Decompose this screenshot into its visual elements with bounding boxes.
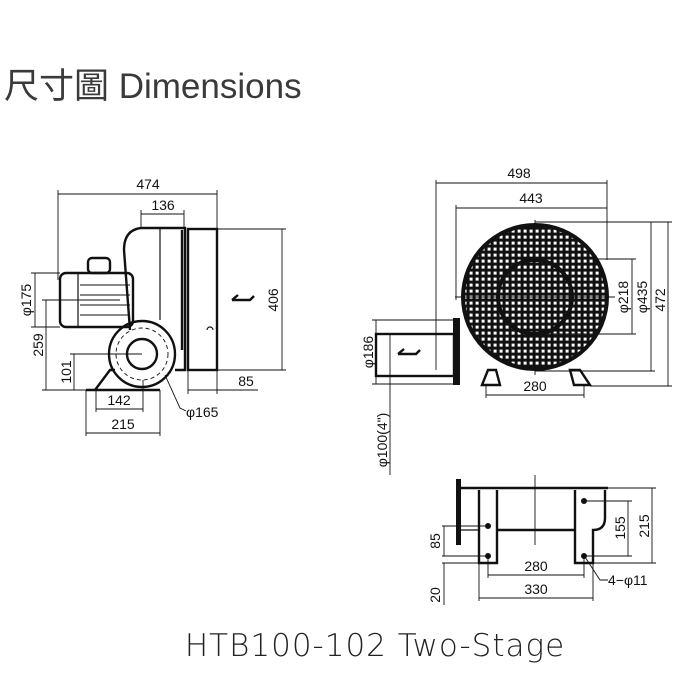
dim-435: φ435 xyxy=(634,281,650,314)
dim-136: 136 xyxy=(151,197,175,213)
dim-280-bottom: 280 xyxy=(524,558,548,574)
dim-406: 406 xyxy=(265,288,281,312)
dim-175: φ175 xyxy=(18,284,34,317)
dim-155: 155 xyxy=(612,516,628,540)
impeller-housing xyxy=(122,226,187,372)
arrow-mark xyxy=(231,294,255,302)
dim-474: 474 xyxy=(136,176,160,192)
dim-259: 259 xyxy=(30,333,46,357)
dim-215-bottom: 215 xyxy=(636,514,652,538)
model-caption: HTB100-102 Two-Stage xyxy=(184,628,566,664)
page-title: 尺寸圖 Dimensions xyxy=(4,67,302,106)
housing-box xyxy=(186,227,219,372)
dim-330: 330 xyxy=(524,581,548,597)
dim-holes: 4−φ11 xyxy=(608,572,648,588)
dim-85: 85 xyxy=(238,373,254,389)
feet xyxy=(480,368,593,387)
dim-443: 443 xyxy=(519,190,543,206)
front-view: 498 443 φ218 φ435 472 φ186 φ100(4") 280 xyxy=(360,165,672,475)
inlet-flange xyxy=(453,318,460,385)
terminal-box xyxy=(86,256,112,275)
dim-20: 20 xyxy=(427,587,443,603)
dim-472: 472 xyxy=(652,288,668,312)
dim-218: φ218 xyxy=(615,281,631,314)
dim-186: φ186 xyxy=(360,336,376,369)
dim-165: φ165 xyxy=(186,404,219,420)
dim-85-bottom: 85 xyxy=(427,533,443,549)
dim-142: 142 xyxy=(107,392,131,408)
side-view: 474 136 406 φ175 259 101 142 215 85 φ165 xyxy=(18,176,286,436)
dim-100: φ100(4") xyxy=(374,413,390,468)
bottom-view: 85 20 280 330 155 215 4−φ11 xyxy=(427,475,656,605)
dim-498: 498 xyxy=(507,165,531,181)
dim-280-front: 280 xyxy=(523,378,547,394)
dim-101: 101 xyxy=(58,360,74,384)
dim-215: 215 xyxy=(111,416,135,432)
